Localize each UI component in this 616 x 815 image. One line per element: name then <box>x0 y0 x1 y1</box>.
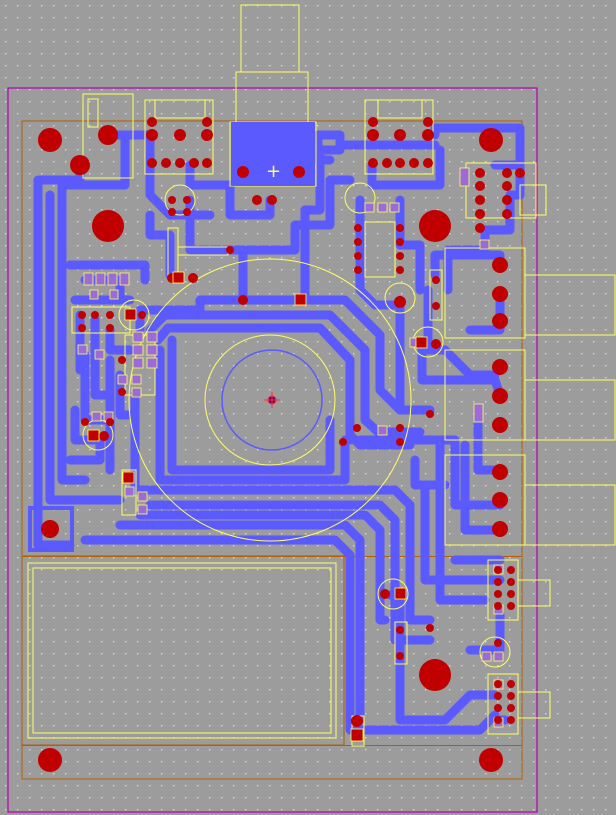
crosshair-icon <box>264 392 280 408</box>
through-hole-pads <box>78 117 525 727</box>
mounting-hole-icon <box>38 128 62 152</box>
mounting-hole-icon <box>419 210 451 242</box>
square-pads <box>87 271 428 742</box>
board-outline <box>7 87 538 813</box>
mounting-hole-icon <box>92 210 124 242</box>
mounting-hole-icon <box>419 659 451 691</box>
mounting-hole-icon <box>98 125 118 145</box>
keepout-outline <box>21 120 523 780</box>
mounting-hole-icon <box>479 128 503 152</box>
trace-layer <box>33 123 525 735</box>
corner-pad-outline <box>28 506 74 552</box>
smd-pad-layer <box>77 167 504 728</box>
mounting-hole-icon <box>479 748 503 772</box>
buzzer-ring <box>221 349 323 451</box>
mounting-holes <box>38 125 503 772</box>
mounting-hole-icon <box>41 520 59 538</box>
mounting-hole-icon <box>70 155 90 175</box>
keepout-battery-area <box>21 555 345 746</box>
origin-plus: + <box>266 161 281 182</box>
mounting-hole-icon <box>38 748 62 772</box>
